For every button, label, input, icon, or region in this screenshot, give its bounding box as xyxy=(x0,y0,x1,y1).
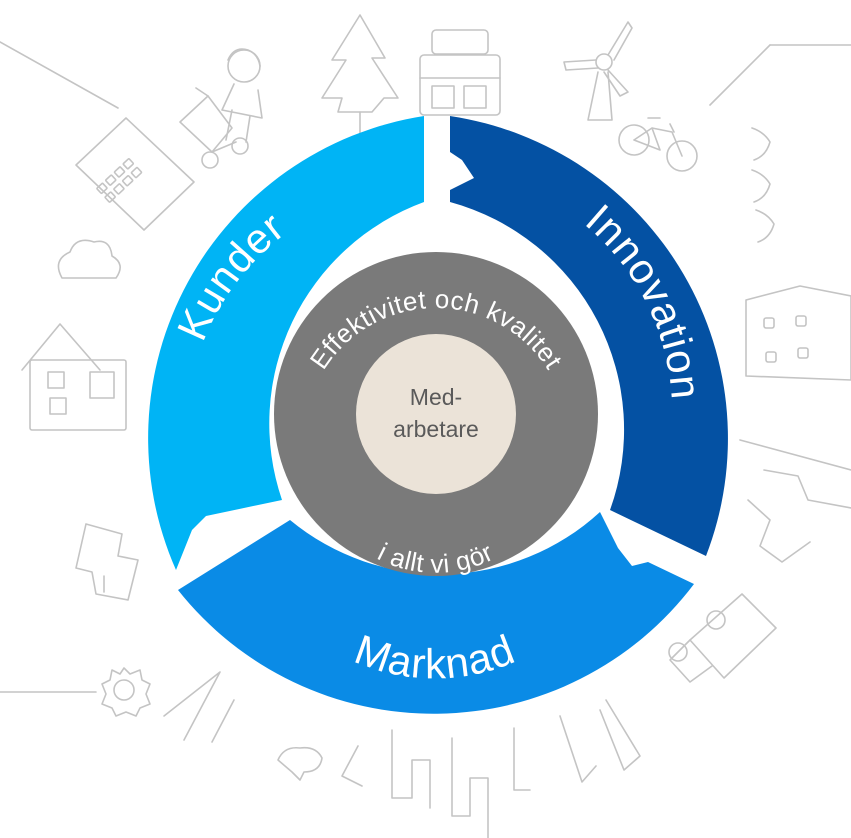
shop-icon xyxy=(419,29,501,116)
background-illustration xyxy=(0,14,851,838)
left-horizon-line xyxy=(0,41,119,109)
truck-icon xyxy=(668,593,777,683)
tree-icon xyxy=(321,14,399,141)
building-right-icon xyxy=(745,285,851,381)
house-icon xyxy=(21,323,127,431)
core-label-line1: Med- xyxy=(410,384,462,410)
core-label-line2: arbetare xyxy=(393,416,479,442)
boat-icon xyxy=(277,746,323,781)
cloud-icon xyxy=(57,239,121,279)
waves-icon xyxy=(751,127,775,243)
stroller-icon xyxy=(179,87,249,169)
flag-building-icon xyxy=(75,523,139,601)
core-medarbetare xyxy=(356,334,516,494)
gear-icon xyxy=(101,667,151,717)
bicycle-icon xyxy=(618,117,698,172)
right-horizon-line-a xyxy=(709,44,771,106)
factory-icon xyxy=(739,439,851,563)
segment-kunder[interactable] xyxy=(148,116,424,570)
segment-innovation[interactable] xyxy=(450,116,728,556)
person-icon xyxy=(221,48,263,143)
office-building-icon xyxy=(75,117,195,231)
bottom-skyline xyxy=(163,671,641,838)
wind-turbine-icon xyxy=(563,21,633,121)
segment-marknad[interactable] xyxy=(178,512,694,714)
